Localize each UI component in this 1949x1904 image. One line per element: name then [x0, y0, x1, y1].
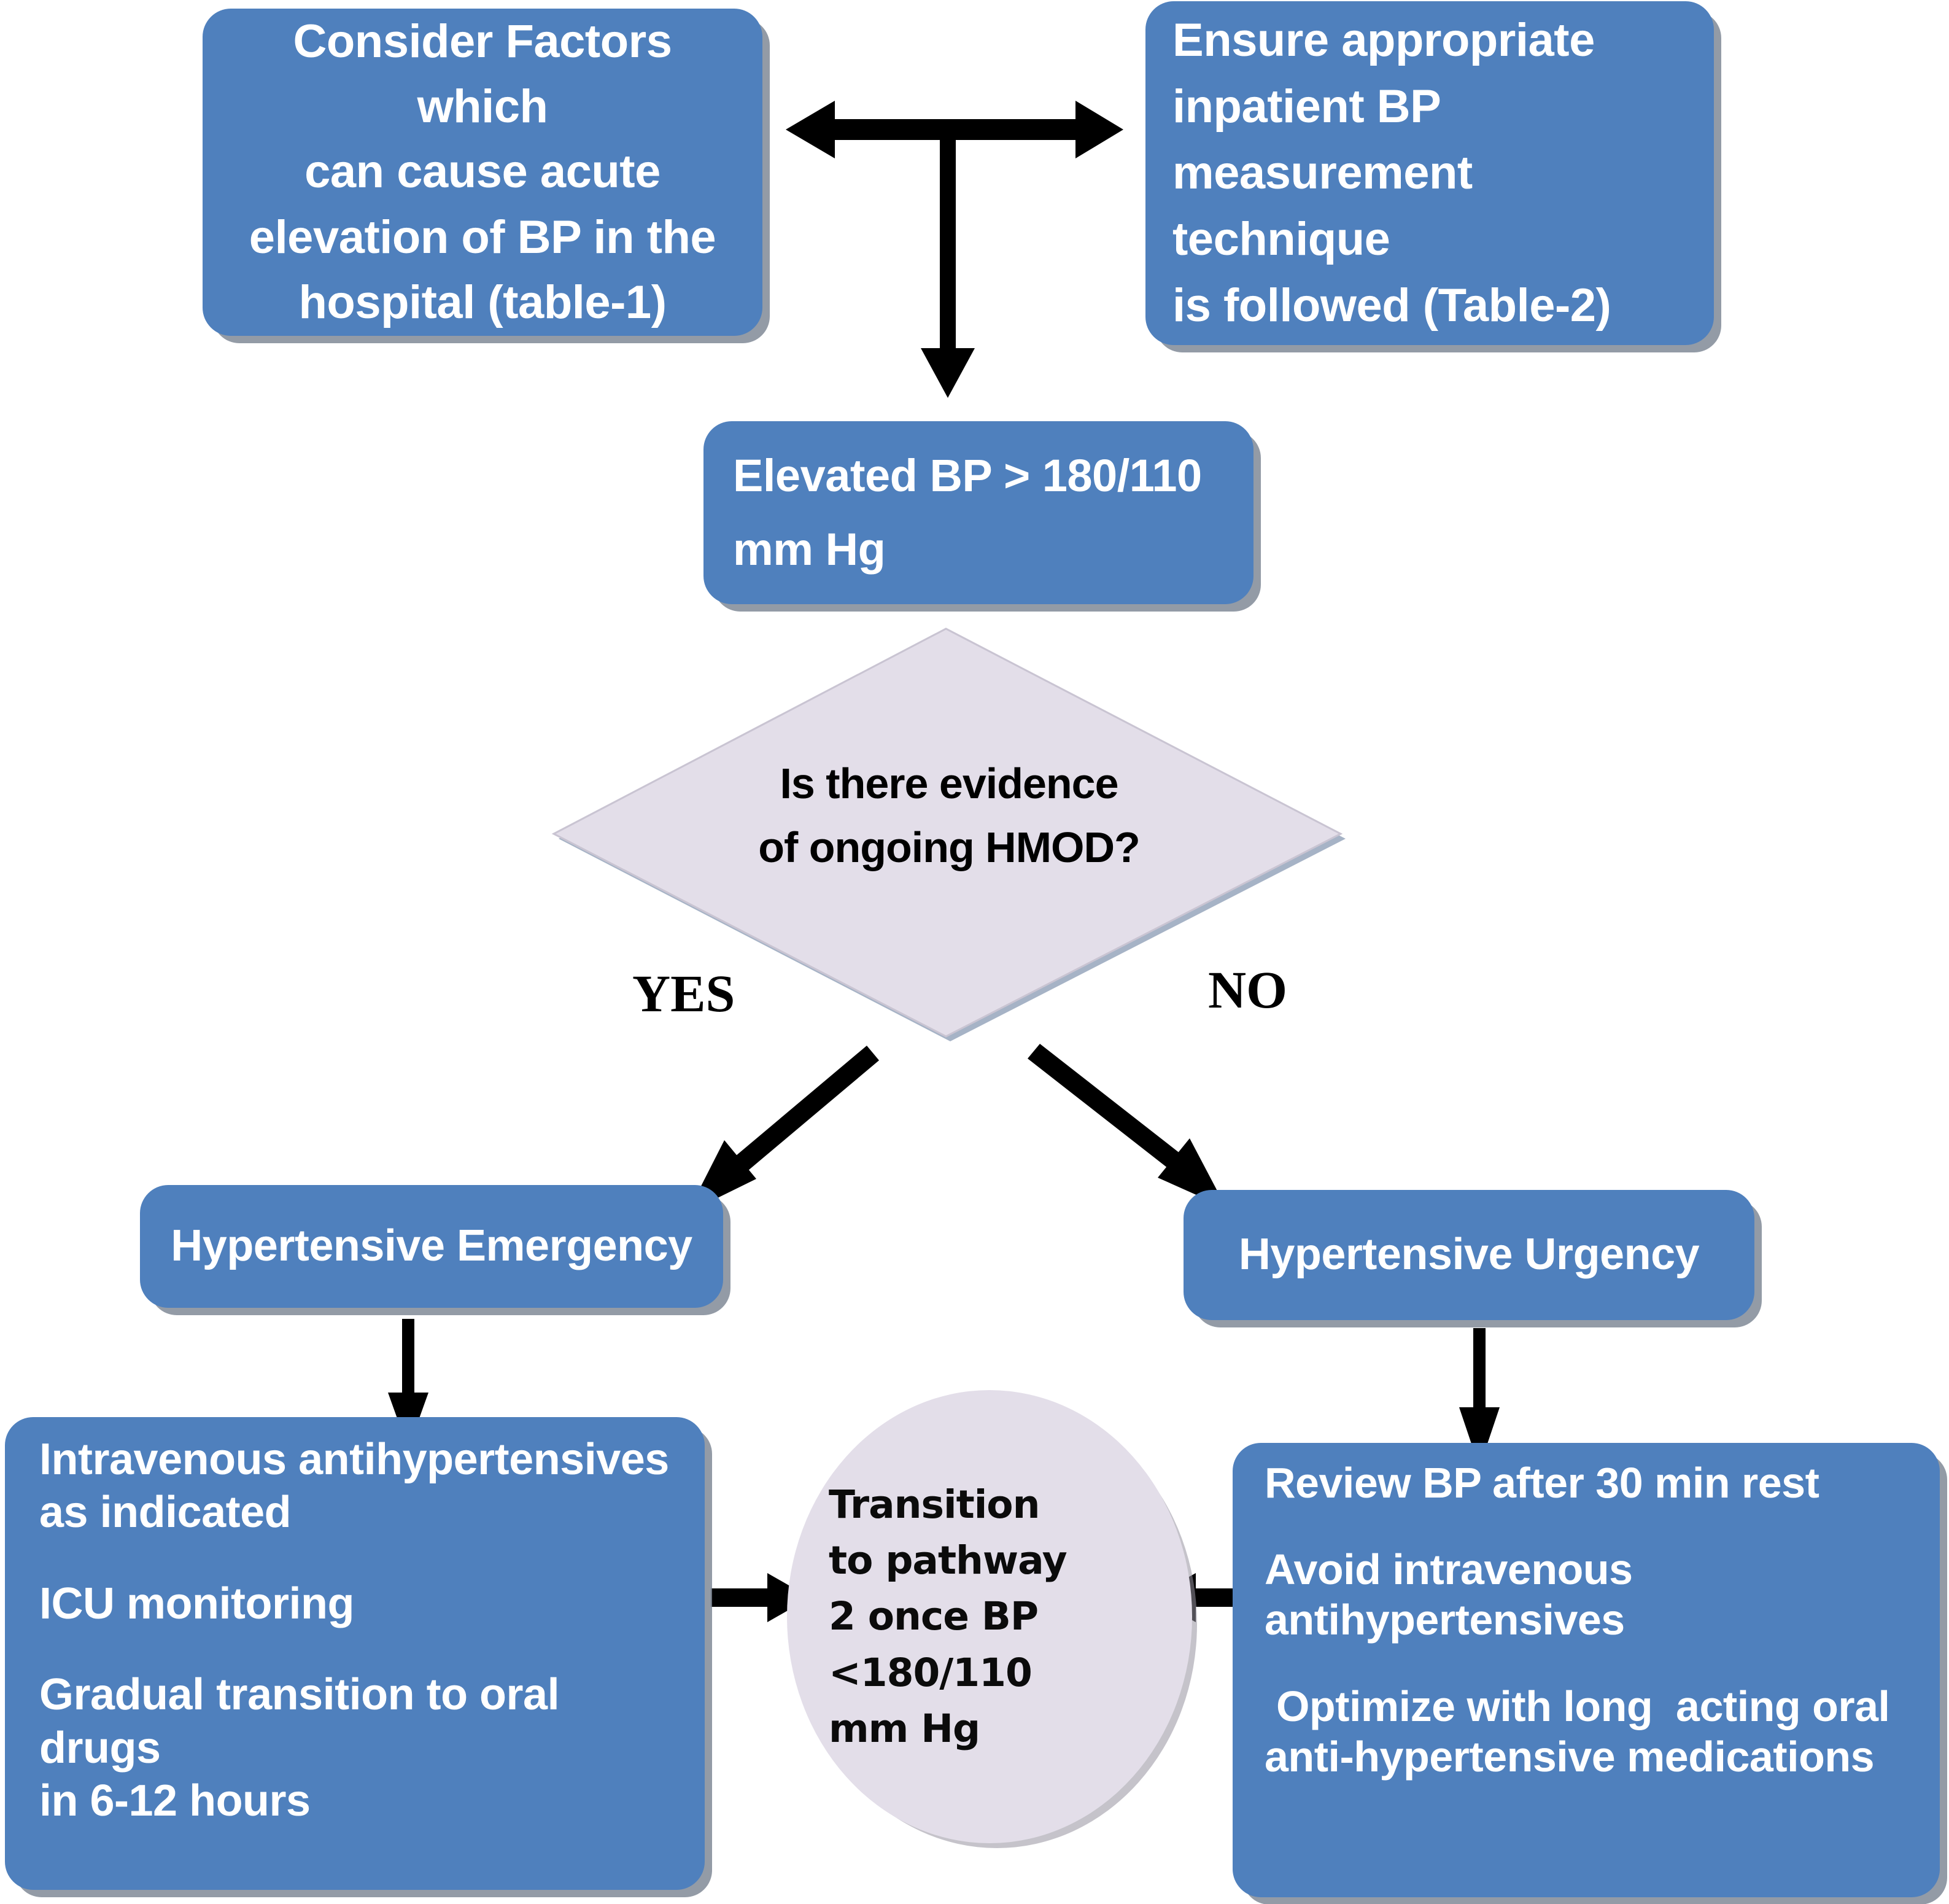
node-line: Avoid intravenous — [1265, 1545, 1633, 1593]
branch-label-yes: YES — [632, 964, 735, 1023]
node-line: Consider Factors which — [293, 15, 685, 133]
node-line: antihypertensives — [1265, 1596, 1625, 1644]
transition-line: <180/110 — [829, 1650, 1033, 1695]
node-line: measurement technique — [1172, 147, 1486, 265]
node-elevated-bp[interactable]: Elevated BP > 180/110 mm Hg — [703, 421, 1253, 604]
node-line: Review BP after 30 min rest — [1265, 1459, 1819, 1507]
node-urgency-actions[interactable]: Review BP after 30 min rest Avoid intrav… — [1233, 1443, 1940, 1897]
transition-line: mm Hg — [829, 1706, 980, 1752]
node-line: in 6-12 hours — [39, 1776, 311, 1825]
node-emergency-actions[interactable]: Intravenous antihypertensives as indicat… — [5, 1417, 705, 1890]
node-line: Optimize with long acting oral — [1265, 1682, 1890, 1730]
node-line: hospital (table-1) — [298, 276, 667, 329]
node-measurement-technique[interactable]: Ensure appropriate inpatient BP measurem… — [1145, 1, 1714, 345]
node-line: inpatient BP — [1172, 80, 1441, 133]
node-line: can cause acute — [304, 146, 661, 198]
transition-line: to pathway — [829, 1537, 1067, 1583]
branch-label-no: NO — [1208, 960, 1287, 1019]
connector-top-split — [786, 101, 1123, 398]
node-line-spacer — [1265, 1646, 1908, 1681]
connector-yes — [688, 1046, 879, 1213]
node-hypertensive-urgency[interactable]: Hypertensive Urgency — [1184, 1190, 1754, 1320]
node-line: Ensure appropriate — [1172, 14, 1595, 67]
node-line-spacer — [39, 1630, 670, 1668]
node-line: Elevated BP > 180/110 — [733, 450, 1202, 502]
node-transition[interactable]: Transition to pathway 2 once BP <180/110… — [787, 1390, 1192, 1843]
connector-no — [1028, 1044, 1226, 1208]
transition-text-block: Transition to pathway 2 once BP <180/110… — [787, 1477, 1192, 1757]
node-line: Intravenous antihypertensives — [39, 1435, 669, 1484]
diamond-shape — [551, 628, 1346, 1041]
node-line: as indicated — [39, 1488, 292, 1537]
node-line: ICU monitoring — [39, 1579, 354, 1628]
node-decision-hmod[interactable]: Is there evidence of ongoing HMOD? — [550, 625, 1348, 1043]
node-line-spacer — [1265, 1509, 1908, 1544]
node-consider-factors[interactable]: Consider Factors which can cause acute e… — [203, 9, 762, 336]
node-line: Hypertensive Emergency — [171, 1221, 692, 1271]
node-line: is followed (Table-2) — [1172, 279, 1611, 332]
node-line: Hypertensive Urgency — [1238, 1230, 1700, 1280]
decision-line-2: of ongoing HMOD? — [758, 823, 1141, 871]
node-line-spacer — [39, 1539, 670, 1577]
node-line: mm Hg — [733, 524, 886, 575]
node-hypertensive-emergency[interactable]: Hypertensive Emergency — [140, 1185, 723, 1308]
transition-line: Transition — [829, 1482, 1040, 1527]
node-line: elevation of BP in the — [249, 211, 716, 263]
transition-line: 2 once BP — [829, 1594, 1039, 1639]
node-line: anti-hypertensive medications — [1265, 1733, 1875, 1781]
node-line: Gradual transition to oral drugs — [39, 1670, 572, 1773]
decision-line-1: Is there evidence — [780, 760, 1118, 807]
